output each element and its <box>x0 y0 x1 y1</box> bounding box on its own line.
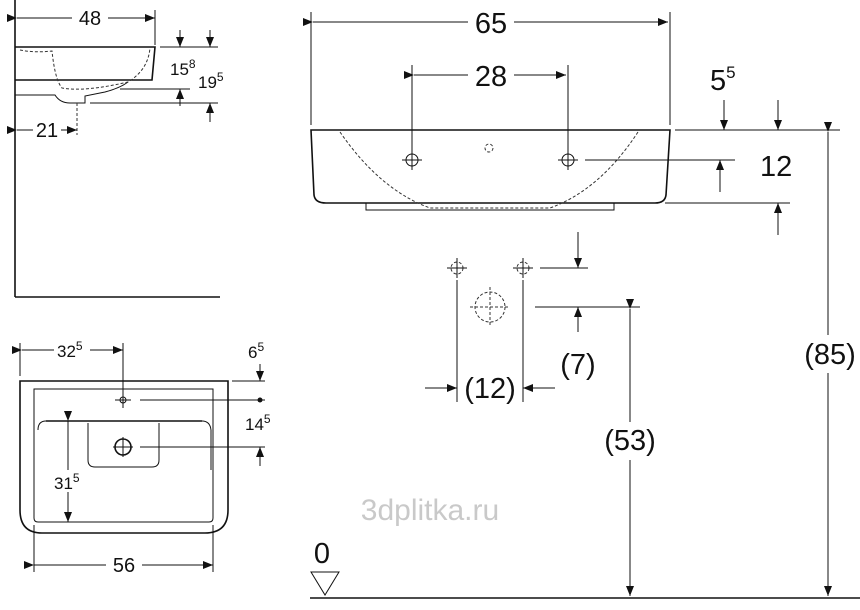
plan-view: 325 65 145 315 56 <box>12 338 271 577</box>
dim-label-14-5: 145 <box>245 412 271 434</box>
tap-hole-right <box>558 153 578 167</box>
overflow-hole <box>484 143 494 153</box>
supply-left <box>447 258 467 278</box>
floor-level-symbol <box>310 571 340 596</box>
dim-label-15-8: 158 <box>170 57 196 79</box>
dim-label-12-supply: (12) <box>464 373 516 405</box>
basin-rim <box>33 388 214 523</box>
basin-base <box>365 202 615 211</box>
dim-label-5-5: 55 <box>710 63 736 97</box>
supply-right <box>513 258 533 278</box>
dim-label-7: (7) <box>560 349 595 381</box>
basin-underside <box>15 81 129 104</box>
floor-level-label: 0 <box>314 538 330 570</box>
side-view: 48 158 195 21 <box>7 0 224 298</box>
watermark: 3dplitka.ru <box>361 494 499 527</box>
basin-front-outline <box>310 129 671 204</box>
dim-label-6-5: 65 <box>248 340 264 362</box>
dim-label-56: 56 <box>113 555 135 577</box>
bowl-hidden-line <box>19 47 151 90</box>
dim-label-53: (53) <box>604 425 656 457</box>
overflow-pocket <box>87 423 160 468</box>
dim-label-85: (85) <box>804 339 856 371</box>
basin-side-outline <box>15 46 156 81</box>
bowl-hidden-line <box>339 131 639 209</box>
dim-label-31-5: 315 <box>54 471 80 493</box>
dim-label-65: 65 <box>475 8 507 40</box>
dim-label-21: 21 <box>36 120 58 142</box>
dim-label-28: 28 <box>475 61 507 93</box>
waste-outlet <box>470 287 510 327</box>
front-view: 65 28 55 12 (85) (7) (12) (53) 0 <box>303 6 860 599</box>
dim-label-48: 48 <box>79 8 101 30</box>
dim-label-32-5: 325 <box>57 339 83 361</box>
tap-hole-left <box>402 153 422 167</box>
dim-label-19-5: 195 <box>198 70 224 92</box>
dim-label-12: 12 <box>760 151 792 183</box>
basin-plan-outline <box>19 380 229 534</box>
